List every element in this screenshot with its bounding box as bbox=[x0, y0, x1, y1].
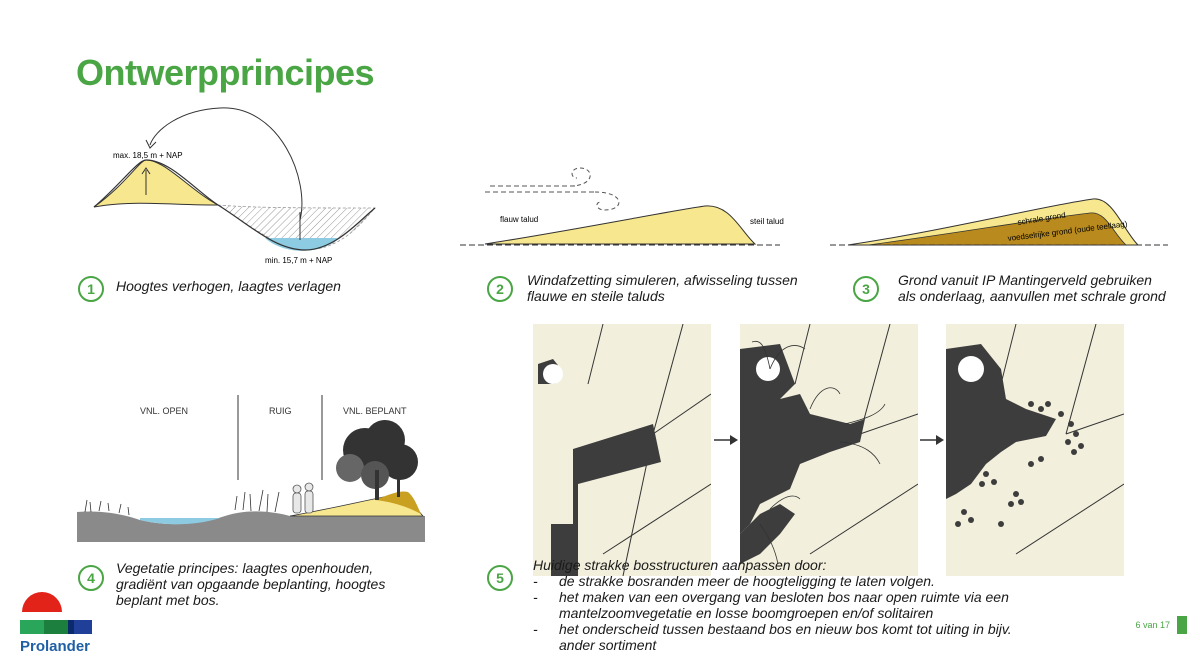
zone-label-planted: VNL. BEPLANT bbox=[343, 406, 407, 416]
raised-hill bbox=[93, 159, 219, 208]
section-sand-top bbox=[375, 491, 421, 514]
clearing bbox=[958, 356, 984, 382]
grass-tufts bbox=[84, 489, 280, 516]
parcel-lines bbox=[1000, 324, 1124, 555]
parcel-lines bbox=[794, 324, 918, 555]
clearing bbox=[756, 357, 780, 381]
section-water bbox=[140, 518, 220, 525]
label-max-height: max. 18,5 m + NAP bbox=[113, 151, 183, 160]
caption-5-intro: Huidige strakke bosstructuren aanpassen … bbox=[533, 557, 827, 573]
clearing bbox=[543, 364, 563, 384]
number-badge-4: 4 bbox=[78, 565, 104, 591]
figures bbox=[292, 482, 314, 514]
number-badge-3: 3 bbox=[853, 276, 879, 302]
caption-3: Grond vanuit IP Mantingerveld gebruiken … bbox=[898, 272, 1166, 304]
wind-swirl bbox=[594, 191, 620, 211]
rich-soil-layer bbox=[867, 212, 1128, 246]
tree-groups bbox=[955, 401, 1084, 527]
prolander-logo-text: Prolander bbox=[20, 638, 91, 655]
forest-map-result bbox=[946, 324, 1124, 576]
caption-2: Windafzetting simuleren, afwisseling tus… bbox=[527, 272, 798, 304]
diagram-raise-lower: max. 18,5 m + NAP min. 15,7 m + NAP bbox=[93, 107, 376, 265]
movement-arrows bbox=[751, 340, 886, 565]
transfer-arc-arrow bbox=[149, 107, 303, 221]
terrain-line bbox=[93, 159, 376, 251]
page-title: Ontwerpprincipes bbox=[76, 52, 375, 93]
up-arrow-head bbox=[141, 167, 151, 175]
transition-arrow bbox=[920, 435, 944, 445]
transition-arrow bbox=[714, 435, 738, 445]
diagram-wind-deposition: flauw talud steil talud bbox=[460, 167, 784, 246]
label-min-height: min. 15,7 m + NAP bbox=[265, 256, 332, 265]
forest-block bbox=[740, 344, 865, 534]
forest-block bbox=[533, 324, 661, 576]
list-item: - de strakke bosranden meer de hoogtelig… bbox=[533, 573, 935, 589]
sand-dune bbox=[484, 205, 757, 245]
caption-1: Hoogtes verhogen, laagtes verlagen bbox=[116, 278, 341, 294]
list-item: - het onderscheid tussen bestaand bos en… bbox=[533, 621, 1012, 653]
diagram-soil-layers: schrale grond voedselrijke grond (oude t… bbox=[830, 198, 1168, 246]
zone-label-open: VNL. OPEN bbox=[140, 406, 188, 416]
label-gentle-slope: flauw talud bbox=[500, 215, 538, 224]
page-number: 6 van 17 bbox=[1135, 620, 1170, 630]
number-badge-5: 5 bbox=[487, 565, 513, 591]
number-badge-2: 2 bbox=[487, 276, 513, 302]
page-marker bbox=[1177, 616, 1187, 634]
label-steep-slope: steil talud bbox=[750, 217, 784, 226]
number-badge-1: 1 bbox=[78, 276, 104, 302]
forest-edge bbox=[740, 504, 795, 564]
list-item: - het maken van een overgang van beslote… bbox=[533, 589, 1009, 621]
diagram-vegetation-section: VNL. OPEN RUIG VNL. BEPLANT bbox=[77, 395, 425, 542]
caption-4: Vegetatie principes: laagtes openhouden,… bbox=[116, 560, 386, 608]
trees bbox=[336, 420, 418, 500]
wind-swirl bbox=[569, 167, 591, 187]
zone-label-rough: RUIG bbox=[269, 406, 292, 416]
caption-5: Huidige strakke bosstructuren aanpassen … bbox=[533, 557, 1093, 653]
arc-arrow-head bbox=[145, 139, 157, 149]
forest-map-current bbox=[533, 324, 711, 576]
forest-map-transition bbox=[740, 324, 918, 576]
forest-block bbox=[946, 344, 1056, 499]
prolander-logo-mark bbox=[20, 592, 92, 634]
section-ground bbox=[77, 511, 425, 542]
